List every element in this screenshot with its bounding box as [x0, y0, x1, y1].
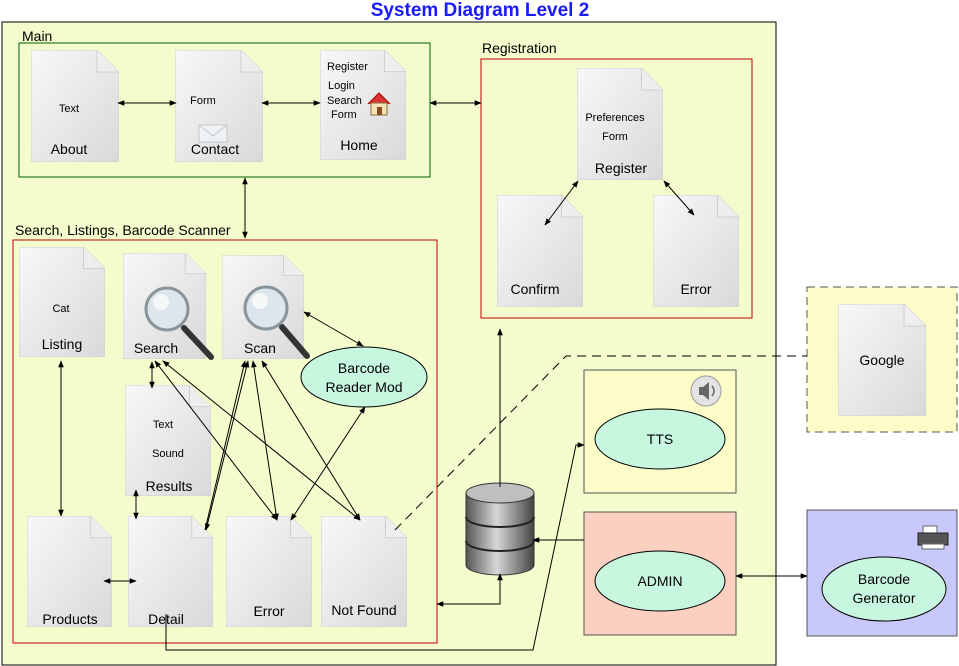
register-page-label: Register — [595, 160, 647, 176]
magnifier-icon — [144, 286, 214, 360]
tts-label: TTS — [647, 431, 673, 447]
diagram-title: System Diagram Level 2 — [371, 0, 590, 21]
printer-icon — [917, 525, 949, 550]
home-page-line-3: Search — [327, 95, 362, 107]
barcode-generator-module[interactable] — [821, 556, 947, 622]
search-group-box — [12, 239, 438, 644]
search-page-label: Search — [134, 340, 178, 356]
envelope-icon — [198, 124, 228, 143]
registration-group-label: Registration — [482, 40, 557, 56]
main-group-label: Main — [22, 28, 52, 44]
search-error-page-label: Error — [253, 603, 284, 619]
results-page-label: Results — [146, 478, 193, 494]
listing-page-label: Listing — [42, 336, 82, 352]
confirm-page-label: Confirm — [510, 281, 559, 297]
google-page-label: Google — [859, 352, 904, 368]
products-page-label: Products — [42, 611, 97, 627]
results-page-line-1: Text — [153, 419, 173, 431]
speaker-icon — [690, 375, 722, 407]
not-found-page-label: Not Found — [331, 602, 396, 618]
admin-label: ADMIN — [637, 573, 682, 589]
listing-page-line: Cat — [52, 303, 69, 315]
barcode-reader-line-1: Barcode — [338, 360, 390, 376]
register-page-line-2: Form — [602, 131, 628, 143]
registration-error-page-label: Error — [680, 281, 711, 297]
connectors — [58, 100, 808, 651]
register-page-line-1: Preferences — [585, 112, 645, 124]
home-page-label: Home — [340, 137, 378, 153]
admin-module[interactable] — [594, 550, 726, 612]
home-page-line-2: Login — [328, 80, 355, 92]
contact-page-label: Contact — [191, 141, 239, 157]
home-page-line-1: Register — [327, 61, 368, 73]
home-page-line-4: Form — [331, 109, 357, 121]
about-page-label: About — [51, 141, 88, 157]
registration-group-box — [480, 58, 753, 319]
magnifier-icon — [243, 285, 310, 359]
barcode-generator-line-2: Generator — [852, 590, 915, 606]
main-group-box — [18, 42, 431, 178]
tts-module[interactable] — [594, 408, 726, 470]
contact-page-line: Form — [190, 95, 216, 107]
search-group-label: Search, Listings, Barcode Scanner — [15, 222, 231, 238]
barcode-generator-line-1: Barcode — [858, 571, 910, 587]
results-page-line-2: Sound — [152, 448, 184, 460]
database-icon — [465, 482, 535, 576]
scan-page-label: Scan — [244, 340, 276, 356]
house-icon — [367, 92, 391, 116]
barcode-reader-line-2: Reader Mod — [325, 379, 402, 395]
about-page-line: Text — [59, 103, 79, 115]
barcode-reader-mod[interactable] — [300, 346, 428, 408]
